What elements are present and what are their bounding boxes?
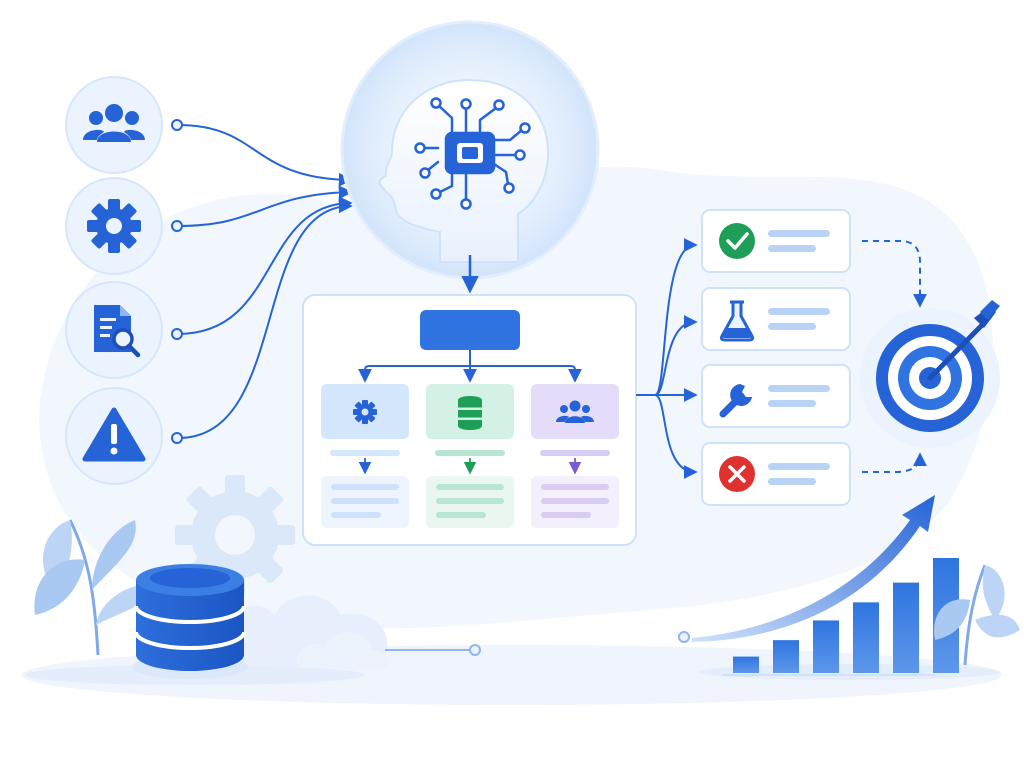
branch-database[interactable] (426, 384, 514, 528)
database-icon (458, 396, 482, 430)
goal-target[interactable] (860, 300, 1000, 448)
database-icon (132, 564, 248, 679)
check-circle-icon (719, 223, 755, 259)
document-search-icon (94, 305, 141, 358)
growth-bar (853, 602, 879, 673)
outcome-success[interactable] (701, 209, 851, 273)
flowchart-root-node[interactable] (420, 310, 520, 350)
flask-icon (719, 300, 755, 342)
branch-gear[interactable] (321, 384, 409, 528)
input-settings[interactable] (65, 177, 163, 275)
brain-chip-icon (422, 103, 524, 202)
input-warning[interactable] (65, 387, 163, 485)
connector-dots (171, 119, 183, 444)
outcome-failure[interactable] (701, 442, 851, 506)
gear-icon (87, 199, 141, 253)
flowchart-panel (302, 294, 637, 546)
leaves-left (34, 519, 160, 656)
target-icon (876, 300, 1000, 432)
input-connectors (177, 124, 353, 439)
warning-icon (82, 407, 146, 462)
outcome-fix[interactable] (701, 364, 851, 428)
outcome-connectors (636, 238, 698, 479)
growth-bars (733, 558, 959, 673)
ai-head (340, 20, 600, 280)
users-icon (83, 104, 145, 142)
branch-users[interactable] (531, 384, 619, 528)
bottom-connector (385, 631, 690, 656)
outcome-experiment[interactable] (701, 287, 851, 351)
growth-bar (893, 582, 919, 673)
input-users[interactable] (65, 76, 163, 174)
growth-bar (773, 640, 799, 673)
leaves-right (934, 564, 1020, 666)
growth-chart (692, 495, 959, 676)
wrench-icon (719, 384, 752, 418)
goal-connectors (862, 240, 927, 473)
growth-bar (733, 656, 759, 673)
growth-arrow (692, 495, 935, 642)
growth-bar (813, 620, 839, 673)
users-icon (556, 400, 594, 423)
x-circle-icon (719, 456, 755, 492)
clouds (212, 595, 390, 670)
gear-icon (353, 400, 377, 424)
input-document-search[interactable] (65, 281, 163, 379)
